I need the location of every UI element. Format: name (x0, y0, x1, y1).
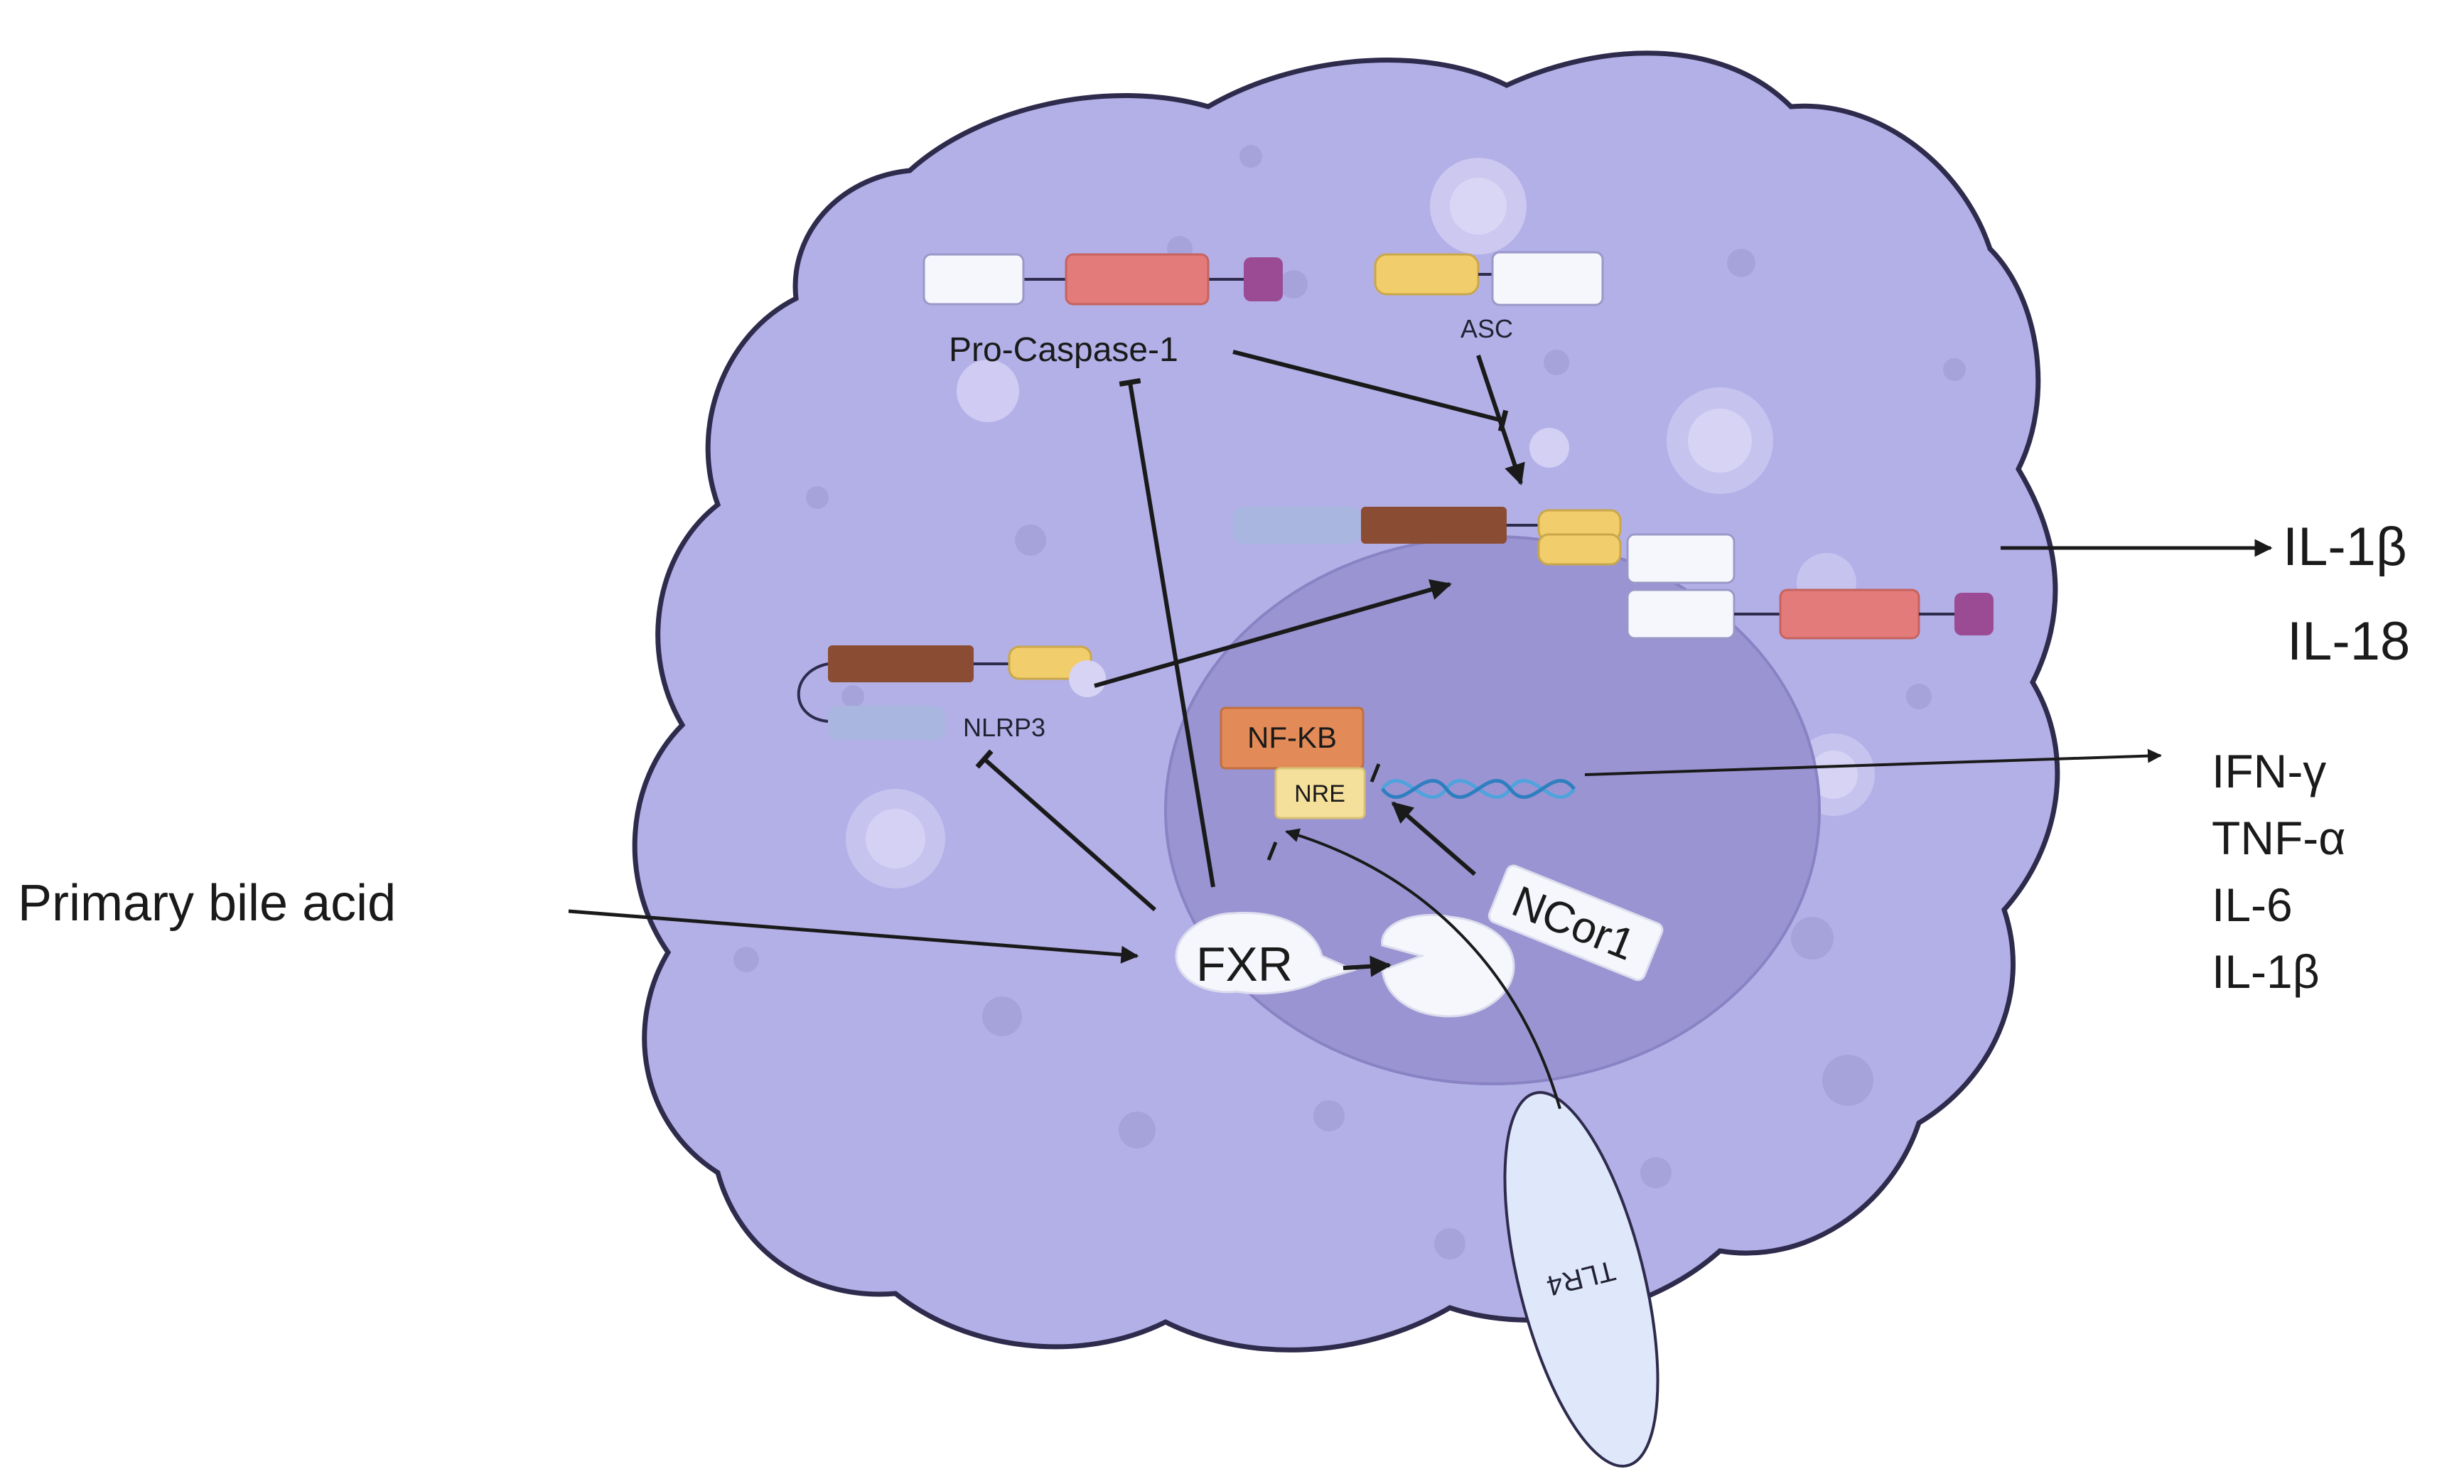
nfkb-label: NF-KB (1247, 721, 1337, 754)
fxr-receptor (1175, 911, 1357, 995)
asc-label: ASC (1460, 314, 1513, 343)
pro-caspase-1-protein (922, 253, 1283, 306)
arrow-tlr4-to-nre (1285, 828, 1561, 1109)
inhibit-fxr-nlrp3 (975, 749, 1156, 912)
transcription-outputs: IFN-γ TNF-α IL-6 IL-1β (2212, 745, 2345, 998)
dna-helix (1381, 778, 1576, 800)
arrow-pro-caspase-to-complex (1232, 350, 1509, 432)
inhibit-fxr-pro-caspase (1119, 378, 1215, 888)
assembled-inflammasome (1233, 507, 1994, 640)
arrow-bile-acid-to-fxr (568, 909, 1139, 964)
nlrp3-protein (797, 645, 1106, 740)
primary-bile-acid-label: Primary bile acid (18, 875, 396, 932)
asc-protein (1374, 251, 1604, 306)
tlr4-receptor: TLR4 (1503, 1091, 1659, 1468)
output-il1b-transcription: IL-1β (2212, 945, 2320, 998)
tbar-tlr4-nre (1266, 842, 1278, 861)
inflammasome-outputs: IL-1β IL-18 (2283, 517, 2410, 672)
arrow-dna-to-cytokines (1584, 748, 2162, 776)
ncor1-box (1487, 864, 1664, 982)
ncor1-complex (1381, 913, 1515, 1018)
output-il6: IL-6 (2212, 878, 2293, 931)
arrow-fxr-to-ncor1 (1343, 955, 1392, 977)
fxr-label: FXR (1196, 937, 1293, 991)
nlrp3-label: NLRP3 (963, 713, 1045, 742)
nre-box (1274, 767, 1366, 819)
arrow-nlrp3-to-complex (1094, 579, 1452, 688)
pro-caspase-1-label: Pro-Caspase-1 (949, 331, 1178, 369)
inhibit-ncor1-nre (1391, 801, 1476, 876)
pathway-arrows (568, 350, 2273, 1109)
output-il18: IL-18 (2287, 611, 2410, 672)
arrow-asc-to-complex (1476, 355, 1525, 485)
output-il1b: IL-1β (2283, 517, 2407, 577)
output-ifn-gamma: IFN-γ (2212, 745, 2326, 797)
output-tnf-alpha: TNF-α (2212, 812, 2345, 864)
nre-label: NRE (1294, 780, 1345, 807)
tbar-nfkb-nre (1370, 763, 1381, 783)
